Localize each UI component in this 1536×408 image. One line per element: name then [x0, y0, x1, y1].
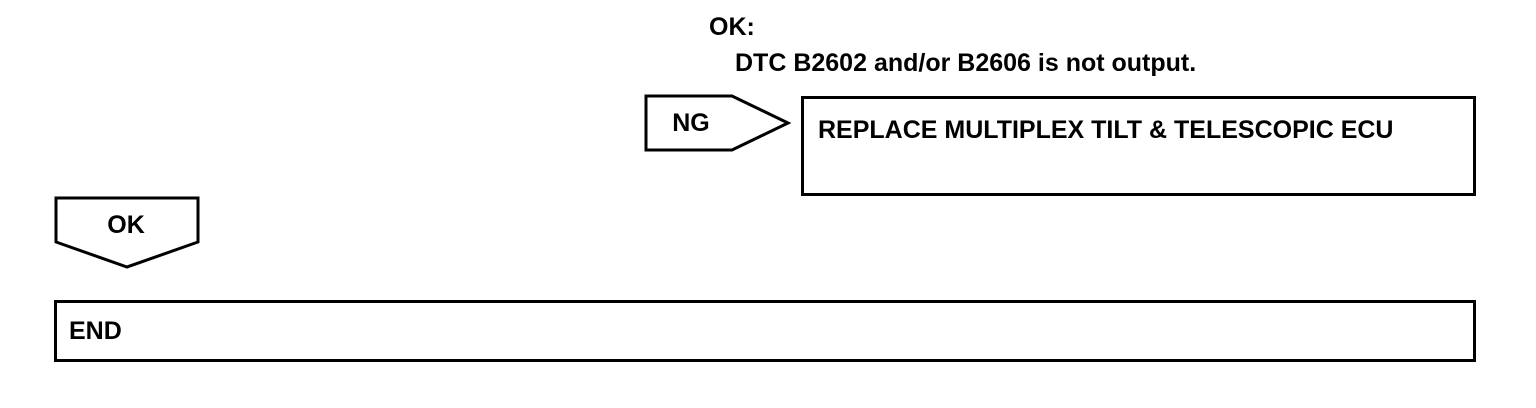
replace-ecu-text: REPLACE MULTIPLEX TILT & TELESCOPIC ECU: [818, 116, 1394, 144]
ng-branch-label: NG: [672, 109, 710, 137]
replace-ecu-box: REPLACE MULTIPLEX TILT & TELESCOPIC ECU: [801, 96, 1476, 196]
ng-arrow-shape: [644, 94, 792, 152]
end-box: END: [54, 300, 1476, 362]
condition-title: OK:: [709, 13, 755, 41]
condition-text: DTC B2602 and/or B2606 is not output.: [735, 49, 1197, 77]
ok-arrow-shape: [54, 196, 200, 269]
end-text: END: [69, 317, 122, 345]
ok-branch-label: OK: [107, 211, 145, 239]
